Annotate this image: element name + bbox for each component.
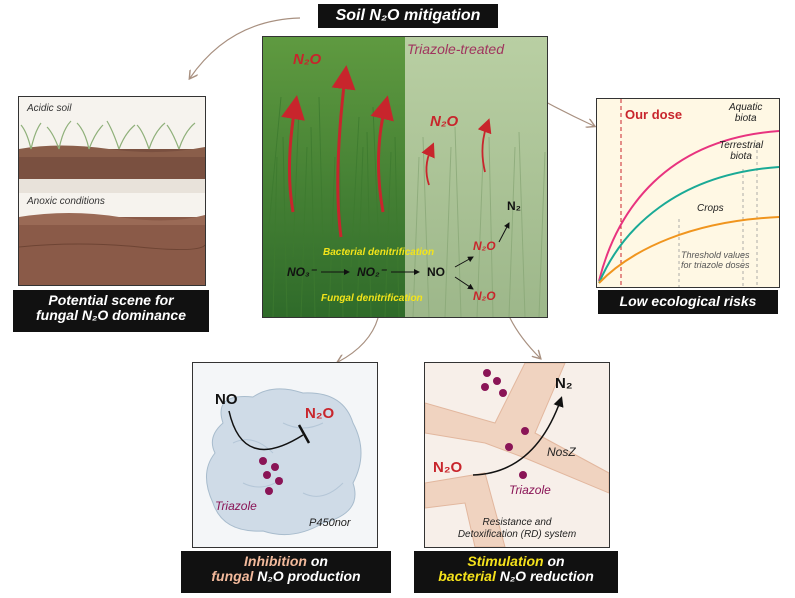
- chain-arrow-5: [498, 222, 510, 243]
- triazole-dot: [493, 377, 501, 385]
- inhibition-caption-line1: Inhibition on: [181, 553, 391, 569]
- triazole-dot: [481, 383, 489, 391]
- triazole-dot: [259, 457, 267, 465]
- fungal-rest: N₂O production: [253, 568, 361, 585]
- threshold-label-1: Threshold values: [681, 250, 750, 260]
- risk-panel: Our dose Aquatic biota Terrestrial biota…: [596, 98, 780, 288]
- p450-svg: [206, 388, 362, 536]
- aquatic-label-1: Aquatic: [729, 102, 763, 113]
- soil-svg: [19, 120, 205, 285]
- bacterial-rest: N₂O reduction: [495, 568, 594, 585]
- inhibition-bar: [297, 424, 311, 444]
- n2o-arrow-left-1: [281, 95, 305, 213]
- terrestrial-label: Terrestrial biota: [719, 140, 764, 162]
- n2o-arrow-right-2: [477, 118, 492, 173]
- risk-svg: [598, 99, 779, 287]
- nosz-panel: N₂ N₂O NosZ Triazole Resistance and Deto…: [424, 362, 610, 548]
- no2-label: NO₂⁻: [357, 265, 386, 279]
- risk-caption: Low ecological risks: [598, 290, 778, 314]
- terrestrial-label-2: biota: [730, 150, 752, 162]
- nosz-triazole-label: Triazole: [509, 483, 551, 497]
- treated-label: Triazole-treated: [407, 41, 505, 57]
- threshold-label-2: for triazole doses: [681, 259, 750, 270]
- triazole-dot: [271, 463, 279, 471]
- crops-curve: [598, 216, 779, 284]
- triazole-dot: [499, 389, 507, 397]
- nosz-svg: [425, 363, 609, 547]
- cell-shape-1: [425, 363, 609, 494]
- rd-system-label: Resistance and Detoxification (RD) syste…: [431, 517, 603, 540]
- nosz-enzyme-label: NosZ: [547, 445, 576, 459]
- aquatic-label: Aquatic biota: [729, 102, 763, 124]
- terrestrial-curve: [598, 166, 779, 284]
- cell-shape-2: [425, 472, 506, 547]
- inhibition-caption: Inhibition on fungal N₂O production: [181, 551, 391, 593]
- triazole-dot: [263, 471, 271, 479]
- aquatic-curve: [598, 130, 779, 282]
- stimulation-caption-line1: Stimulation on: [414, 553, 618, 569]
- inhibition-word: Inhibition: [244, 553, 307, 569]
- threshold-label: Threshold values for triazole doses: [681, 250, 750, 271]
- triazole-dot: [275, 477, 283, 485]
- p450-panel: NO N₂O Triazole P450nor: [192, 362, 378, 548]
- p450-triazole-label: Triazole: [215, 499, 257, 513]
- chain-arrow-4: [454, 276, 474, 290]
- stimulation-word: Stimulation: [467, 553, 544, 569]
- title-banner: Soil N₂O mitigation: [318, 4, 498, 28]
- soil-caption-line1: Potential scene for: [48, 292, 174, 308]
- title-text: Soil N₂O mitigation: [335, 7, 481, 24]
- acidic-soil-label: Acidic soil: [27, 103, 72, 114]
- soil-caption-line2: fungal N₂O dominance: [35, 307, 186, 324]
- triazole-dot: [519, 471, 527, 479]
- center-field-image: Triazole-treated N₂O N₂O N₂ Bacterial de…: [262, 36, 548, 318]
- arrow-to-bottom-right: [509, 317, 540, 358]
- arrow-to-left-panel: [190, 17, 301, 78]
- stimulation-caption-line2: bacterial N₂O reduction: [414, 569, 618, 584]
- terrestrial-label-1: Terrestrial: [719, 140, 764, 151]
- n2o-bacterial-label: N₂O: [473, 239, 496, 253]
- stimulation-on: on: [543, 553, 565, 569]
- n2o-arrow-right-1: [421, 142, 435, 186]
- stimulation-caption: Stimulation on bacterial N₂O reduction: [414, 551, 618, 593]
- bacterial-label: Bacterial denitrification: [323, 247, 435, 258]
- anoxic-label: Anoxic conditions: [27, 196, 105, 207]
- rd-system-line1: Resistance and: [482, 517, 552, 528]
- arrow-to-bottom-left: [338, 317, 379, 362]
- p450-n2o-label: N₂O: [305, 405, 335, 422]
- soil-caption: Potential scene for fungal N₂O dominance: [13, 290, 209, 332]
- p450-no-label: NO: [215, 391, 238, 408]
- protein-blob: [206, 388, 362, 536]
- risk-caption-text: Low ecological risks: [619, 293, 757, 309]
- fungal-label: Fungal denitrification: [321, 293, 423, 304]
- n2o-arrow-left-3: [370, 95, 394, 213]
- n2o-right-label: N₂O: [430, 113, 459, 130]
- fungal-word: fungal: [211, 568, 254, 585]
- inhibition-caption-line2: fungal N₂O production: [181, 569, 391, 584]
- inhibition-arc: [228, 410, 304, 451]
- p450-enzyme-label: P450nor: [309, 517, 351, 529]
- center-field-svg: [263, 37, 547, 317]
- inhibition-on: on: [306, 553, 328, 569]
- n2-label: N₂: [507, 199, 521, 213]
- triazole-dot: [265, 487, 273, 495]
- no-label: NO: [427, 265, 445, 279]
- n2o-fungal-label: N₂O: [473, 289, 496, 303]
- triazole-dot: [483, 369, 491, 377]
- triazole-dot: [505, 443, 513, 451]
- nosz-n2o-label: N₂O: [433, 459, 463, 476]
- no3-label: NO₃⁻: [287, 265, 316, 279]
- chain-arrow-3: [454, 256, 474, 268]
- nosz-n2-label: N₂: [555, 375, 573, 392]
- aquatic-label-2: biota: [734, 112, 757, 124]
- bacterial-word: bacterial: [438, 568, 496, 585]
- triazole-dot: [521, 427, 529, 435]
- n2o-left-label: N₂O: [293, 51, 322, 68]
- soil-panel: Acidic soil Anoxic conditions: [18, 96, 206, 286]
- our-dose-label: Our dose: [625, 107, 683, 122]
- crops-label: Crops: [697, 203, 724, 214]
- rd-system-line2: Detoxification (RD) system: [457, 528, 577, 540]
- n2o-arrow-left-2: [331, 65, 356, 238]
- nosz-arc: [472, 396, 564, 476]
